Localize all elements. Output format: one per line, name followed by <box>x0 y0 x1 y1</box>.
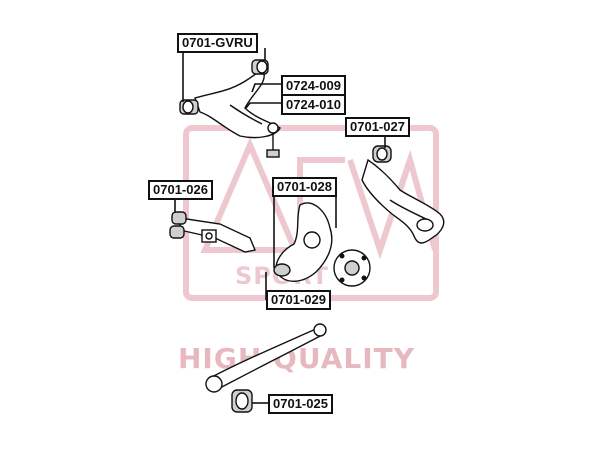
wheel-hub <box>333 249 371 287</box>
label-0701-gvru: 0701-GVRU <box>177 33 258 53</box>
lower-long-arm <box>205 323 327 393</box>
label-0724-009: 0724-009 <box>286 78 341 93</box>
label-0701-027: 0701-027 <box>345 117 410 137</box>
ball-joint <box>266 122 280 158</box>
trailing-link <box>179 217 256 253</box>
label-0701-025: 0701-025 <box>268 394 333 414</box>
label-0701-026: 0701-026 <box>148 180 213 200</box>
bushing-025 <box>231 389 253 413</box>
bushing-upper-1 <box>179 99 199 115</box>
bushing-026-a <box>171 211 187 225</box>
bushing-026-b <box>169 225 185 239</box>
leader-lines <box>174 48 386 404</box>
upper-control-arm <box>194 71 281 139</box>
lower-lateral-arm <box>361 158 445 244</box>
label-stack-0724: 0724-009 0724-010 <box>281 75 346 115</box>
label-0701-028: 0701-028 <box>272 177 337 197</box>
label-0724-010: 0724-010 <box>283 94 344 113</box>
label-0701-029: 0701-029 <box>266 290 331 310</box>
bushing-upper-2 <box>251 59 269 75</box>
bushing-027 <box>372 145 392 163</box>
steering-knuckle <box>273 202 333 282</box>
